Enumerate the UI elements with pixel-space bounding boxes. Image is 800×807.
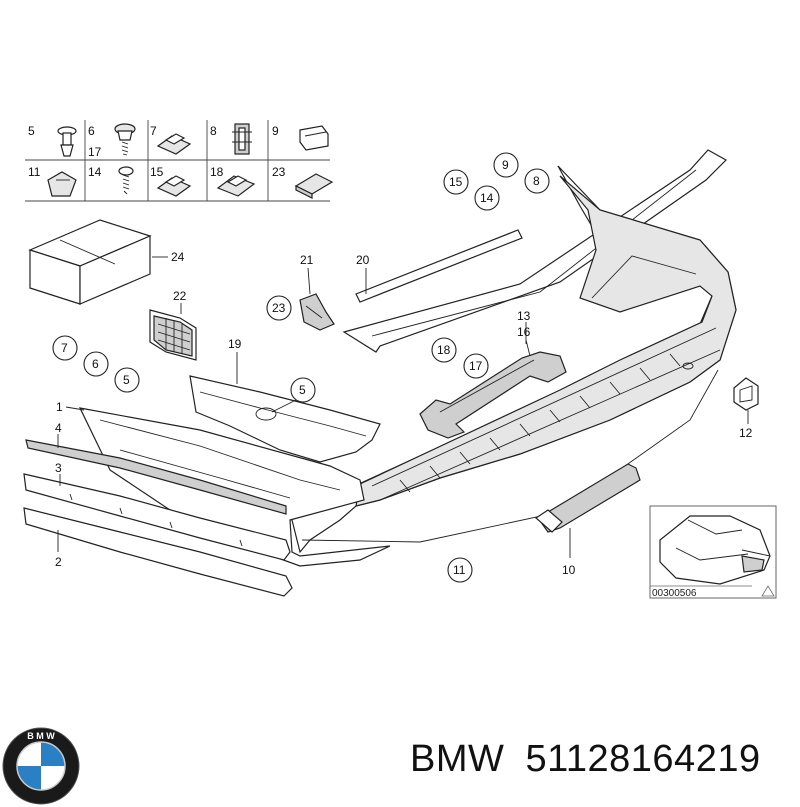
brand-name: BMW	[410, 738, 505, 780]
callout-22: 22	[173, 289, 187, 303]
part-caption: BMW 51128164219	[410, 738, 761, 781]
callout-10: 10	[562, 563, 576, 577]
callout-3: 3	[55, 461, 62, 475]
grid-label-15: 15	[150, 165, 164, 179]
grid-label-5: 5	[28, 124, 35, 138]
vehicle-thumbnail: 00300506	[649, 505, 777, 599]
callout-2: 2	[55, 555, 62, 569]
part-3-moulding: 3	[23, 461, 291, 561]
grid-label-11: 11	[28, 165, 41, 179]
callout-15: 15	[449, 175, 463, 189]
callout-11-group: 11	[447, 557, 473, 583]
push-rivet-icon	[57, 126, 77, 157]
grid-label-9: 9	[272, 124, 279, 138]
washer-screw-icon	[114, 123, 136, 156]
callout-20: 20	[356, 253, 370, 267]
part-16-mounting-bracket: 18 17	[419, 337, 567, 439]
part-19-side-panel: 19 5	[189, 337, 381, 463]
callout-6: 6	[92, 357, 99, 371]
callout-5: 5	[123, 373, 130, 387]
callout-16: 16	[517, 325, 531, 339]
part-22-vent-grille: 22	[149, 289, 197, 361]
grid-label-17: 17	[88, 145, 102, 159]
clip-nut-15-icon	[156, 175, 192, 197]
diagram-reference-code: 00300506	[652, 588, 697, 599]
callout-18: 18	[437, 343, 451, 357]
svg-text:B M W: B M W	[27, 731, 55, 741]
callout-14: 14	[480, 191, 494, 205]
callout-24: 24	[171, 250, 185, 264]
callout-12: 12	[739, 426, 753, 440]
expanding-nut-icon	[47, 171, 77, 197]
part-4-trim-strip: 4	[25, 421, 287, 515]
callout-13: 13	[517, 309, 531, 323]
callout-group-15-14-9-8: 15 14 9 8	[443, 152, 550, 211]
grid-label-8: 8	[210, 124, 217, 138]
callout-23: 23	[272, 301, 286, 315]
callout-1: 1	[56, 400, 63, 414]
part-21-bracket: 21 23	[266, 253, 335, 331]
callout-21: 21	[300, 253, 314, 267]
callout-5b: 5	[299, 383, 306, 397]
part-2-lower-moulding: 2	[23, 507, 293, 597]
part-number: 51128164219	[525, 738, 761, 780]
clip-nut-18-icon	[216, 175, 256, 197]
adhesive-pad-icon	[294, 173, 334, 199]
grid-label-18: 18	[210, 165, 224, 179]
part-12-clip: 12	[733, 377, 759, 440]
callout-9: 9	[502, 158, 509, 172]
plug-icon	[299, 125, 329, 151]
callout-11: 11	[453, 563, 466, 577]
warning-triangle-icon	[761, 585, 775, 597]
bracket-clip-icon	[232, 123, 252, 155]
part-10-tow-hook-cover: 10	[535, 463, 641, 577]
part-20-trim-strip: 20	[355, 229, 523, 303]
part-24-box: 24	[28, 219, 185, 305]
self-tapping-screw-icon	[118, 166, 134, 195]
clip-nut-icon	[156, 133, 192, 155]
callout-4: 4	[55, 421, 62, 435]
grid-label-23: 23	[272, 165, 286, 179]
grid-label-7: 7	[150, 124, 157, 138]
grid-label-14: 14	[88, 165, 102, 179]
callout-group-7-6-5: 7 6 5	[52, 335, 140, 393]
bmw-logo-icon: B M W	[2, 727, 80, 805]
fastener-legend-grid: 5 6 17 7 8 9 11 14 15 18 23	[25, 120, 334, 202]
callout-8: 8	[533, 174, 540, 188]
callout-17: 17	[469, 359, 483, 373]
grid-label-6: 6	[88, 124, 95, 138]
callout-19: 19	[228, 337, 242, 351]
callout-7: 7	[61, 341, 68, 355]
